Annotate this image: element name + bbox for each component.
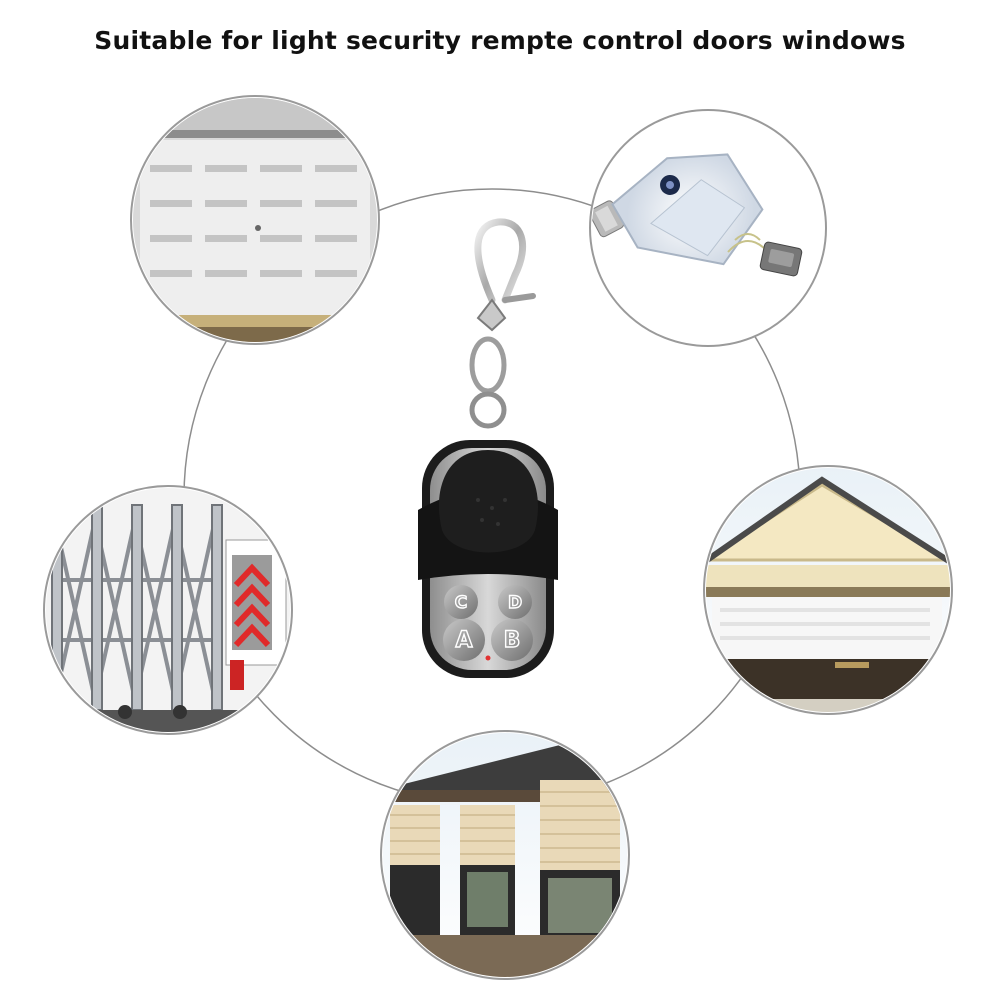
retractable-gate-scene <box>43 485 293 735</box>
light-bulb-scene <box>589 109 827 347</box>
button-a-label: A <box>455 628 472 653</box>
roller-shutter-scene <box>380 730 630 980</box>
button-c-label: C <box>455 593 467 613</box>
button-d-label: D <box>508 593 522 613</box>
remote-control: C D A B <box>418 218 558 678</box>
button-a <box>443 619 485 661</box>
button-b <box>491 619 533 661</box>
button-d <box>498 585 532 619</box>
headline: Suitable for light security rempte contr… <box>94 26 906 55</box>
button-c <box>444 585 478 619</box>
garage-door-scene <box>130 95 380 345</box>
house-garage-scene <box>703 465 953 715</box>
button-b-label: B <box>504 628 521 653</box>
